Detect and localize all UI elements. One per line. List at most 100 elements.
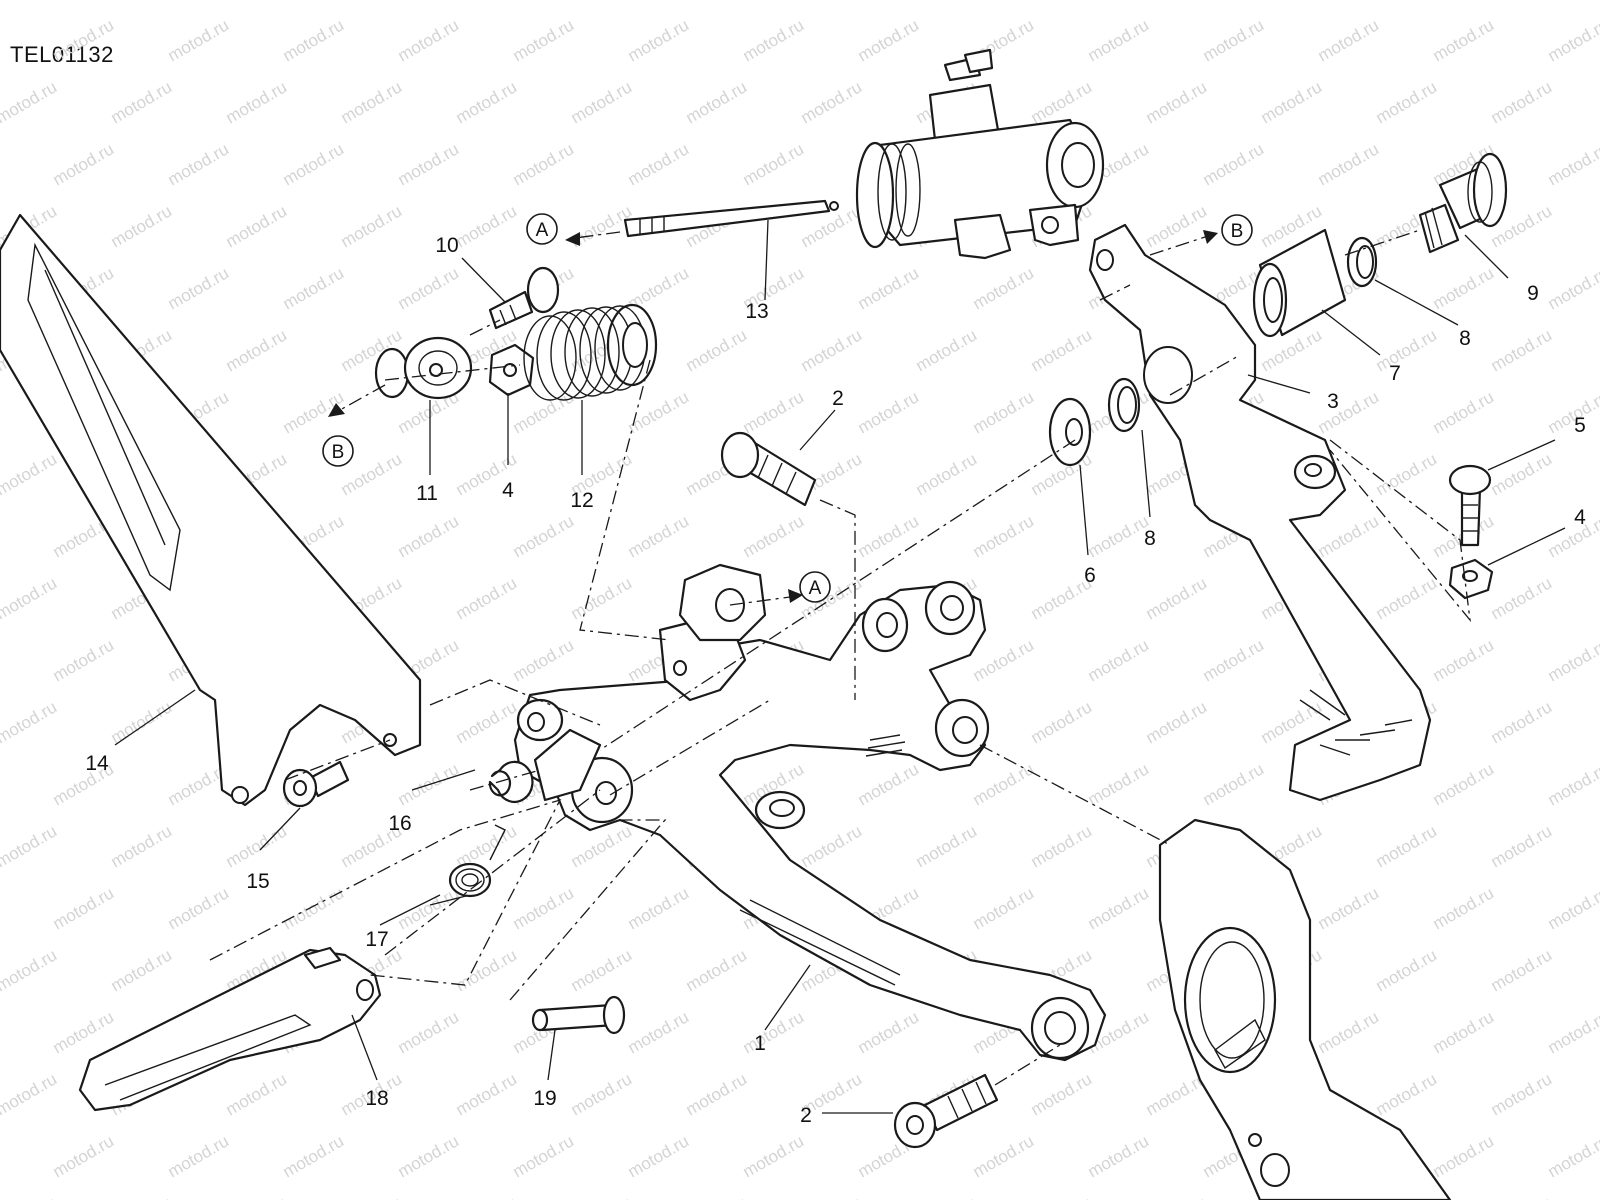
callout-c12: 12	[570, 489, 593, 512]
watermark-text: motod.ru	[395, 1131, 463, 1181]
watermark-text: motod.ru	[453, 0, 521, 3]
watermark-text: motod.ru	[453, 697, 521, 747]
watermark-text: motod.ru	[683, 1069, 751, 1119]
watermark-text: motod.ru	[1028, 77, 1096, 127]
watermark-text: motod.ru	[1430, 635, 1498, 685]
watermark-text: motod.ru	[165, 139, 233, 189]
watermark-text: motod.ru	[1545, 387, 1600, 437]
part-bolt-2b	[893, 1073, 999, 1149]
watermark-text: motod.ru	[1085, 883, 1153, 933]
watermark-text: motod.ru	[1545, 15, 1600, 65]
watermark-text: motod.ru	[740, 387, 808, 437]
watermark-text: motod.ru	[0, 139, 2, 189]
watermark-text: motod.ru	[568, 821, 636, 871]
watermark-text: motod.ru	[453, 945, 521, 995]
callout-c8a: 8	[1459, 327, 1471, 350]
part-footpeg-18	[78, 946, 382, 1112]
callout-c15: 15	[246, 870, 269, 893]
watermark-text: motod.ru	[395, 15, 463, 65]
callout-c4a: 4	[502, 479, 514, 502]
watermark-text: motod.ru	[1373, 573, 1441, 623]
watermark-text: motod.ru	[1488, 821, 1556, 871]
watermark-text: motod.ru	[798, 0, 866, 3]
part-nut-4b	[1448, 558, 1494, 600]
watermark-text: motod.ru	[1545, 263, 1600, 313]
watermark-text: motod.ru	[1143, 697, 1211, 747]
callout-c19: 19	[533, 1087, 556, 1110]
watermark-text: motod.ru	[1028, 325, 1096, 375]
watermark-text: motod.ru	[50, 635, 118, 685]
watermark-text: motod.ru	[1430, 387, 1498, 437]
watermark-text: motod.ru	[1143, 1193, 1211, 1200]
watermark-text: motod.ru	[395, 511, 463, 561]
watermark-text: motod.ru	[1545, 511, 1600, 561]
watermark-text: motod.ru	[510, 1131, 578, 1181]
watermark-text: motod.ru	[855, 511, 923, 561]
watermark-text: motod.ru	[970, 883, 1038, 933]
watermark-text: motod.ru	[568, 1193, 636, 1200]
watermark-text: motod.ru	[50, 1131, 118, 1181]
watermark-text: motod.ru	[1315, 387, 1383, 437]
watermark-text: motod.ru	[108, 945, 176, 995]
callout-c14: 14	[85, 752, 109, 775]
watermark-text: motod.ru	[1373, 945, 1441, 995]
watermark-text: motod.ru	[1200, 139, 1268, 189]
watermark-text: motod.ru	[740, 511, 808, 561]
watermark-text: motod.ru	[1085, 759, 1153, 809]
watermark-text: motod.ru	[338, 201, 406, 251]
watermark-text: motod.ru	[970, 759, 1038, 809]
watermark-text: motod.ru	[1315, 139, 1383, 189]
part-pin-19	[531, 995, 626, 1035]
watermark-text: motod.ru	[0, 573, 60, 623]
callout-c9: 9	[1527, 282, 1539, 305]
watermark-text: motod.ru	[338, 77, 406, 127]
watermark-text: motod.ru	[625, 387, 693, 437]
watermark-text: motod.ru	[568, 573, 636, 623]
watermark-text: motod.ru	[855, 1007, 923, 1057]
part-spring-17	[429, 824, 506, 906]
watermark-text: motod.ru	[740, 139, 808, 189]
watermark-text: motod.ru	[740, 1131, 808, 1181]
watermark-text: motod.ru	[0, 759, 2, 809]
watermark-text: motod.ru	[50, 15, 118, 65]
watermark-text: motod.ru	[1143, 77, 1211, 127]
part-bushing-7	[1252, 228, 1347, 338]
callout-c5: 5	[1574, 414, 1586, 437]
watermark-text: motod.ru	[1315, 1007, 1383, 1057]
watermark-text: motod.ru	[1488, 449, 1556, 499]
watermark-text: motod.ru	[0, 449, 60, 499]
reference-marker-circle	[526, 213, 558, 245]
reference-marker-letter: B	[332, 442, 345, 463]
watermark-text: motod.ru	[0, 1193, 60, 1200]
watermark-text: motod.ru	[970, 1131, 1038, 1181]
callout-c11: 11	[416, 482, 438, 505]
watermark-text: motod.ru	[510, 511, 578, 561]
watermark-text: motod.ru	[1488, 325, 1556, 375]
watermark-text: motod.ru	[0, 387, 2, 437]
reference-marker-B-left: B	[322, 435, 354, 467]
watermark-text: motod.ru	[855, 15, 923, 65]
watermark-text: motod.ru	[1545, 1007, 1600, 1057]
watermark-text: motod.ru	[1430, 263, 1498, 313]
part-heel-guard-plate	[0, 213, 422, 807]
part-bolt-2a	[720, 431, 817, 507]
watermark-text: motod.ru	[0, 511, 2, 561]
watermark-text: motod.ru	[1085, 1131, 1153, 1181]
reference-marker-B-right: B	[1221, 214, 1253, 246]
watermark-text: motod.ru	[280, 15, 348, 65]
watermark-text: motod.ru	[1258, 77, 1326, 127]
watermark-text: motod.ru	[395, 139, 463, 189]
watermark-text: motod.ru	[165, 1131, 233, 1181]
part-bolt-5	[1448, 464, 1492, 547]
part-master-cylinder	[855, 48, 1105, 260]
callout-c7: 7	[1389, 362, 1401, 385]
watermark-text: motod.ru	[625, 511, 693, 561]
watermark-text: motod.ru	[625, 139, 693, 189]
watermark-text: motod.ru	[798, 821, 866, 871]
reference-marker-circle	[1221, 214, 1253, 246]
watermark-text: motod.ru	[108, 77, 176, 127]
watermark-text: motod.ru	[0, 77, 60, 127]
watermark-text: motod.ru	[1430, 15, 1498, 65]
watermark-text: motod.ru	[1200, 759, 1268, 809]
